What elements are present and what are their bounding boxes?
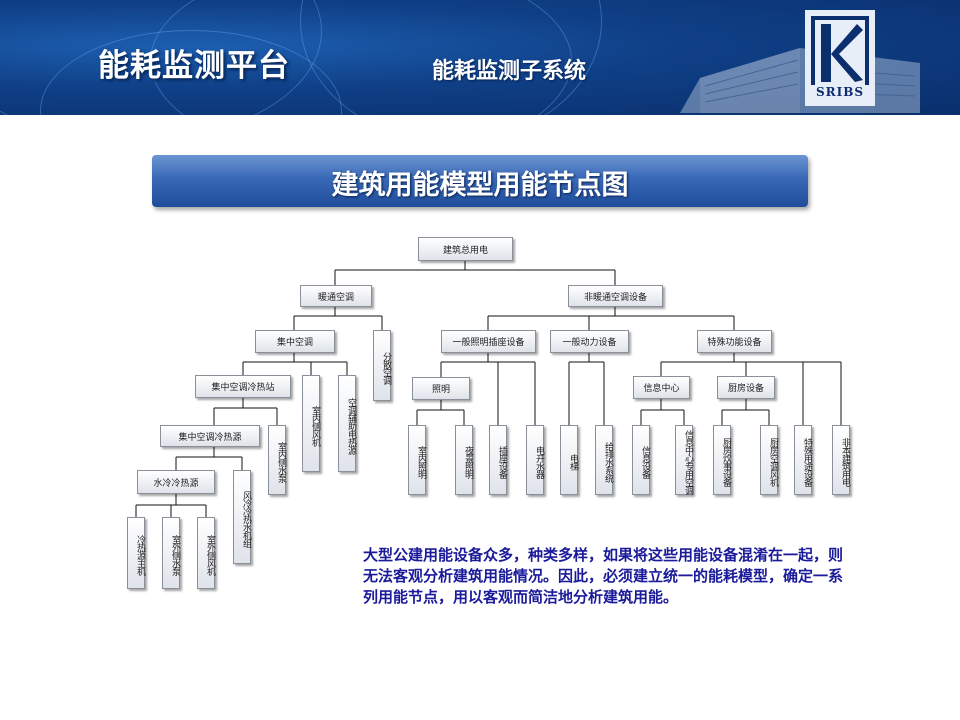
node-non-hvac-equipment: 非暖通空调设备 — [568, 285, 663, 307]
node-air-cooled-chiller: 风冷冷热水机组 — [233, 470, 251, 564]
node-water-cooled-source: 水冷冷热源 — [137, 470, 215, 494]
node-building-total-power: 建筑总用电 — [418, 237, 513, 261]
node-central-ac-source: 集中空调冷热源 — [160, 425, 260, 447]
node-indoor-fan: 室内侧风机 — [302, 375, 320, 472]
node-central-ac: 集中空调 — [255, 330, 335, 353]
node-outdoor-fan: 室外侧风机 — [197, 517, 215, 589]
node-ac-aux-heat-source: 空调辅助电热源 — [338, 375, 356, 472]
node-kitchen-equipment: 厨房设备 — [717, 376, 775, 399]
node-chiller-main: 冷热源主机 — [127, 517, 145, 589]
node-split-ac: 分散空调 — [373, 330, 391, 401]
diagram-title-banner: 建筑用能模型用能节点图 — [152, 155, 808, 207]
description-paragraph: 大型公建用能设备众多，种类多样，如果将这些用能设备混淆在一起，则无法客观分析建筑… — [363, 546, 844, 606]
node-special-function: 特殊功能设备 — [697, 330, 772, 353]
node-elevator: 电梯 — [560, 425, 578, 495]
node-info-center-ac: 信息中心专用空调 — [675, 425, 693, 495]
node-info-center: 信息中心 — [633, 376, 690, 399]
node-special-use-equipment: 特殊用途设备 — [794, 425, 812, 495]
node-kitchen-ac-fan: 厨房空调风机 — [760, 425, 778, 495]
node-general-lighting-socket: 一般照明插座设备 — [441, 330, 536, 353]
node-central-ac-station: 集中空调冷热站 — [195, 375, 291, 398]
node-hvac: 暖通空调 — [300, 285, 372, 307]
node-indoor-lighting: 室内照明 — [408, 425, 426, 495]
diagram-title: 建筑用能模型用能节点图 — [331, 170, 629, 201]
platform-title: 能耗监测平台 — [98, 48, 290, 84]
node-socket-equipment: 插座设备 — [489, 425, 507, 495]
node-kitchen-cooking: 厨房炊事设备 — [713, 425, 731, 495]
node-lighting: 照明 — [412, 377, 470, 400]
node-water-heater: 电开水器 — [526, 425, 544, 495]
logo-text: SRIBS — [807, 85, 873, 99]
node-water-supply-drainage: 给排水系统 — [595, 425, 613, 495]
subsystem-title: 能耗监测子系统 — [432, 59, 587, 84]
node-non-building-power: 非本建筑用电 — [832, 425, 850, 495]
node-info-equipment: 信息设备 — [632, 425, 650, 495]
node-general-power: 一般动力设备 — [550, 330, 629, 353]
header-bar: 能耗监测平台 能耗监测子系统 SRIBS — [0, 0, 960, 115]
node-outdoor-pump: 室外侧水泵 — [162, 517, 180, 589]
node-night-lighting: 夜景照明 — [455, 425, 473, 495]
node-indoor-pump: 室内侧水泵 — [268, 425, 286, 495]
